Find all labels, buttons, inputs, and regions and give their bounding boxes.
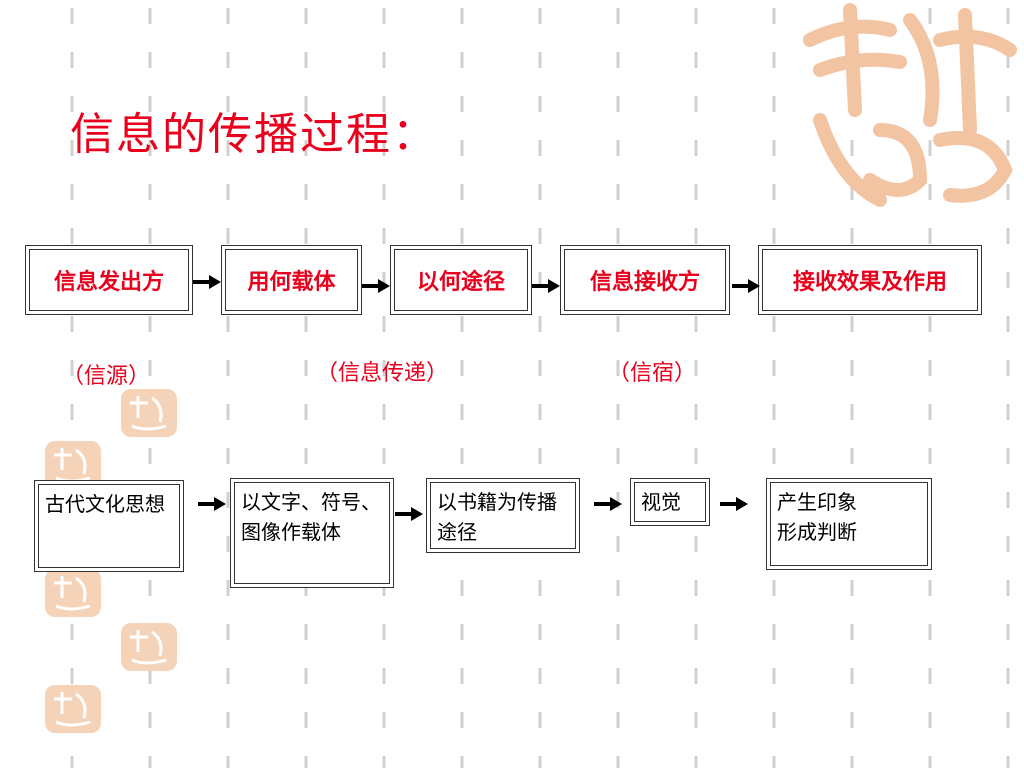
seal-stamp-1 xyxy=(121,389,177,437)
seal-stamp-5 xyxy=(121,623,177,671)
arrow-right-icon xyxy=(720,497,748,511)
bottom-box-text: 产生印象 xyxy=(777,490,857,514)
role-label-source: （信源） xyxy=(62,364,151,389)
arrow-right-icon xyxy=(193,275,221,289)
seal-stamp-4 xyxy=(45,569,101,617)
arrow-right-icon xyxy=(198,497,226,511)
bottom-box-text: 古代文化思想 xyxy=(45,492,165,516)
arrow-right-icon xyxy=(732,279,760,293)
top-box-receiver: 信息接收方 xyxy=(560,245,730,315)
bottom-box-text: 以书籍为传播途径 xyxy=(437,490,557,544)
role-label-sink: （信宿） xyxy=(608,361,697,386)
role-label-transfer: （信息传递） xyxy=(316,361,449,386)
top-box-label: 信息发出方 xyxy=(53,270,164,295)
top-box-label: 用何载体 xyxy=(247,270,336,295)
seal-stamp-2 xyxy=(45,441,101,489)
top-box-label: 接收效果及作用 xyxy=(792,270,947,295)
bottom-box-text: 视觉 xyxy=(641,490,681,514)
top-box-effect: 接收效果及作用 xyxy=(758,245,982,315)
bottom-box-carrier: 以文字、符号、图像作载体 xyxy=(230,478,394,588)
seal-stamp-6 xyxy=(45,685,101,733)
arrow-right-icon xyxy=(362,279,390,293)
bottom-box-sense: 视觉 xyxy=(630,478,710,526)
top-box-label: 信息接收方 xyxy=(589,270,700,295)
arrow-right-icon xyxy=(395,507,423,521)
top-box-sender: 信息发出方 xyxy=(25,245,193,315)
slide-title: 信息的传播过程： xyxy=(70,109,438,160)
arrow-right-icon xyxy=(594,497,622,511)
bottom-box-content: 古代文化思想 xyxy=(34,480,184,572)
bottom-box-text: 以文字、符号、图像作载体 xyxy=(241,490,381,544)
top-box-channel: 以何途径 xyxy=(390,245,532,315)
top-box-label: 以何途径 xyxy=(416,270,505,295)
bottom-box-text: 形成判断 xyxy=(777,520,857,544)
top-box-carrier: 用何载体 xyxy=(221,245,362,315)
auspicious-seal-large xyxy=(803,3,1017,207)
arrow-right-icon xyxy=(532,279,560,293)
bottom-box-channel: 以书籍为传播途径 xyxy=(426,478,580,553)
bottom-box-result: 产生印象 形成判断 xyxy=(766,478,932,570)
